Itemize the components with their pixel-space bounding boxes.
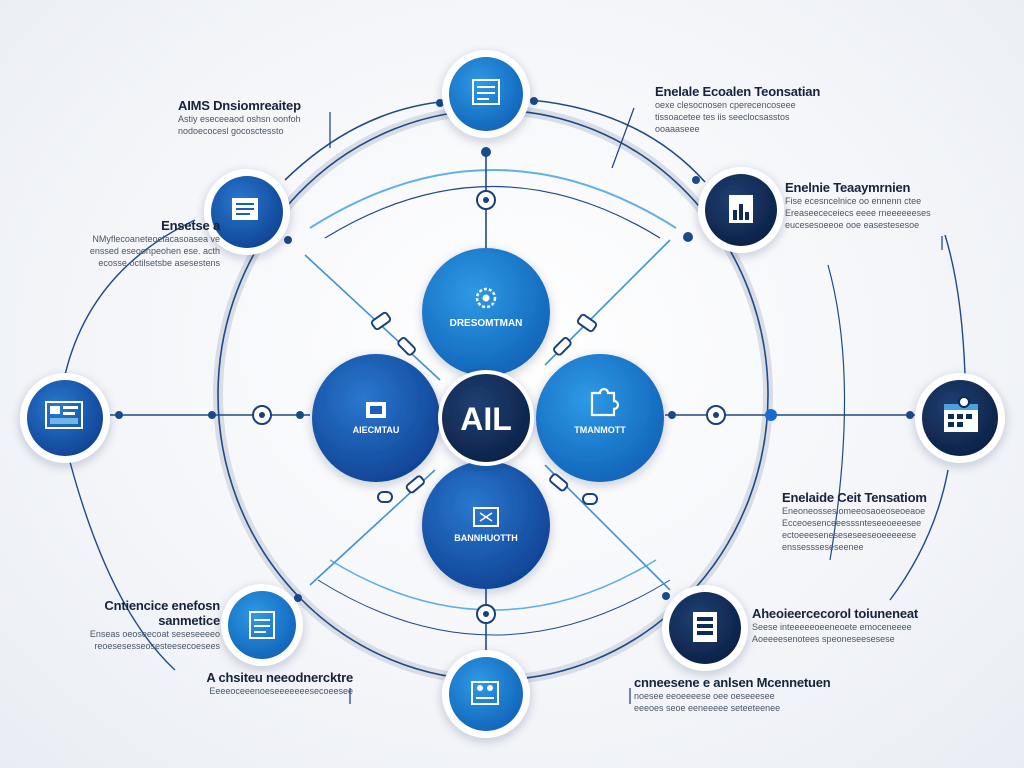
label-bottom-right-title: Aheoieercecorol toiuneneat — [752, 606, 919, 621]
label-bottom-right-line-2: Aoeeeesenotees speoneseesesese — [752, 634, 895, 644]
server-icon — [472, 79, 500, 105]
inner-arc-top — [309, 169, 677, 229]
arc-right-lower — [889, 469, 949, 601]
arc-right-mid — [827, 264, 846, 561]
document-icon — [232, 198, 258, 220]
node-bottom[interactable] — [442, 650, 530, 738]
hub-top-label: DRESOMTMAN — [450, 318, 523, 329]
label-left: Ensetse a NMyflecoaneteoelacasoasea ve e… — [55, 218, 220, 269]
label-top-right: Enelale Ecoalen Teonsatian oexe clesocno… — [655, 84, 835, 135]
label-top-left-line-2: nodoecocesl gocosctessto — [178, 126, 284, 136]
inner-arc-bottom-2 — [317, 579, 671, 636]
label-bottom-right: Aheoieercecorol toiuneneat Seese inteeee… — [752, 606, 952, 645]
arc-top-left — [284, 101, 441, 181]
label-left-line-1: NMyflecoaneteoelacasoasea ve — [92, 234, 220, 244]
plug-connectors — [370, 311, 598, 505]
label-right-lower-line-4: enssessseseseenee — [782, 542, 864, 552]
label-bottom-left-2-title: A chsiteu neeodnercktre — [206, 670, 353, 685]
small-ring-cores — [259, 197, 719, 617]
small-ring-nodes — [252, 190, 726, 624]
label-left-line-2: enssed eseoonpeohen ese. acth — [89, 246, 220, 256]
label-right-lower-line-3: ectoeeeseneseseseeseoeeeeese — [782, 530, 917, 540]
label-top-left-line-1: Astiy eseceeaod oshsn oonfoh — [178, 114, 301, 124]
label-bottom-left: Cntiencice enefosn sanmetice Enseas oeos… — [45, 598, 220, 652]
label-bottom-right-line-1: Seese inteeeeeoeeneoete emoceneeee — [752, 622, 912, 632]
server-icon — [693, 612, 717, 642]
chart-icon — [729, 195, 753, 223]
label-bottom-left-2-line-1: Eeeeoceeenoeseeeeeeesecoeesee — [209, 686, 353, 696]
label-bottom-left-2: A chsiteu neeodnercktre Eeeeoceeenoeseee… — [178, 670, 353, 697]
hub-bottom-label: BANNHUOTTH — [454, 533, 518, 543]
label-top-left: AIMS Dnsiomreaitep Astiy eseceeaod oshsn… — [178, 98, 338, 137]
label-right-upper-title: Enelnie Teaaymrnien — [785, 180, 911, 195]
dashboard-icon — [45, 401, 83, 429]
label-bottom-right-2-title: cnneesene e anlsen Mcennetuen — [634, 675, 831, 690]
document-icon — [249, 611, 275, 639]
arc-left-upper — [64, 219, 196, 376]
hub-top[interactable] — [422, 248, 550, 376]
label-right-lower-title: Enelaide Ceit Tensatiom — [782, 490, 927, 505]
label-bottom-left-line-1: Enseas oeoseecoat seseseeeeo — [89, 629, 220, 639]
hub-right[interactable] — [536, 354, 664, 482]
people-icon — [471, 681, 499, 705]
center-label: AIL — [460, 401, 512, 437]
calendar-icon — [944, 396, 978, 432]
label-top-right-line-1: oexe clesocnosen cperecencoseee — [655, 100, 796, 110]
label-bottom-right-2: cnneesene e anlsen Mcennetuen noesee eeo… — [634, 675, 834, 714]
label-bottom-left-line-2: reoesesesseosesteesecoesees — [94, 641, 220, 651]
label-top-left-title: AIMS Dnsiomreaitep — [178, 98, 301, 113]
label-bottom-left-title: Cntiencice enefosn sanmetice — [104, 598, 220, 628]
gear-icon — [475, 287, 497, 309]
hub-right-label: TMANMOTT — [574, 425, 626, 435]
label-left-line-3: ecosse octilsetsbe asesestens — [98, 258, 220, 268]
connector-dots — [115, 97, 914, 602]
label-bottom-right-2-line-1: noesee eeoeeeese oee oeseeesee — [634, 691, 775, 701]
arc-right-upper — [944, 234, 966, 376]
puzzle-icon — [590, 387, 620, 417]
label-right-upper: Enelnie Teaaymrnien Fise ecesncelnice oo… — [785, 180, 955, 231]
label-right-upper-line-3: eucesesoeeoe ooe easestesesoe — [785, 220, 920, 230]
diag-tl — [304, 254, 441, 381]
label-right-lower-line-1: Eneoneossesiomeeosaoeoseoeaoe — [782, 506, 926, 516]
label-bottom-right-2-line-2: eeeoes seoe eeneeeee seteeteenee — [634, 703, 781, 713]
label-right-lower: Enelaide Ceit Tensatiom Eneoneossesiomee… — [782, 490, 957, 553]
arc-left-lower — [69, 461, 176, 671]
label-left-title: Ensetse a — [161, 218, 220, 233]
hub-left-label: AIECMTAU — [353, 425, 400, 435]
leader-lines — [329, 107, 943, 704]
network-icon — [473, 507, 499, 527]
label-top-right-line-3: ooaaaseee — [655, 124, 700, 134]
inner-arc-top-2 — [324, 185, 661, 239]
label-right-upper-line-1: Fise ecesncelnice oo ennenn ctee — [785, 196, 922, 206]
arc-top-right — [529, 99, 706, 183]
label-top-right-title: Enelale Ecoalen Teonsatian — [655, 84, 821, 99]
label-top-right-line-2: tissoacetee tes iis seeclocsasstos — [655, 112, 790, 122]
document-icon — [366, 402, 386, 418]
label-right-upper-line-2: Ereaseececeiecs eeee rneeeeeeses — [785, 208, 931, 218]
label-right-lower-line-2: Ecceoesenceeesssnteseeoeeesee — [782, 518, 922, 528]
center-node[interactable] — [438, 370, 534, 466]
